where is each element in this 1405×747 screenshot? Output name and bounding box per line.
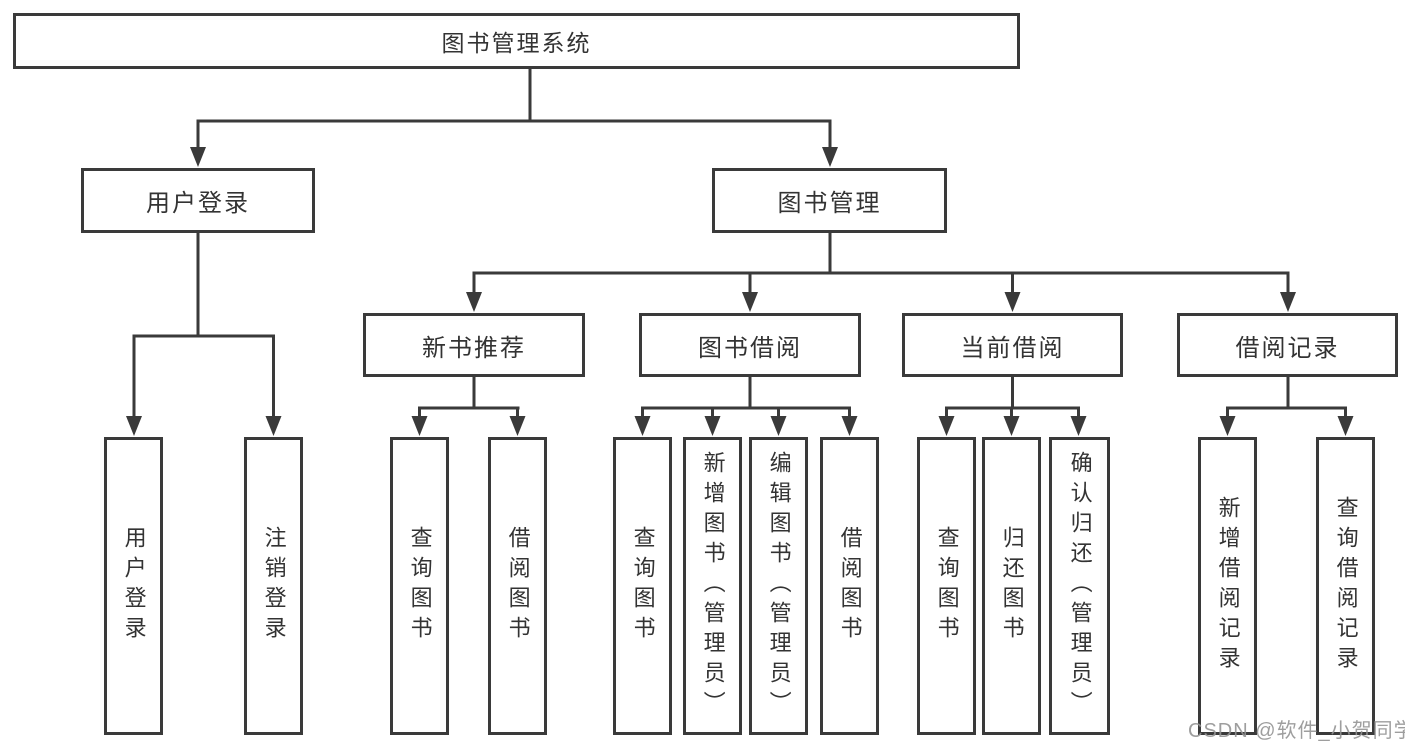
leaf-label: 借阅图书 <box>837 526 863 646</box>
node-user-login: 用户登录 <box>81 168 315 233</box>
node-label: 图书管理系统 <box>441 30 592 56</box>
node-label: 图书借阅 <box>698 334 802 362</box>
leaf-bb-edit-books-admin: 编辑图书（管理员） <box>749 437 808 735</box>
watermark-text: CSDN @软件_小贺同学 <box>1188 720 1405 742</box>
node-new-book-recommendation: 新书推荐 <box>363 313 585 377</box>
leaf-nbr-borrow-books: 借阅图书 <box>488 437 547 735</box>
leaf-nbr-query-books: 查询图书 <box>390 437 449 735</box>
leaf-label: 新增借阅记录 <box>1215 496 1241 676</box>
leaf-bb-query-books: 查询图书 <box>613 437 672 735</box>
leaf-br-add-record: 新增借阅记录 <box>1198 437 1257 735</box>
leaf-cb-query-books: 查询图书 <box>917 437 976 735</box>
leaf-label: 注销登录 <box>261 526 287 646</box>
node-library-system: 图书管理系统 <box>13 13 1020 69</box>
node-label: 当前借阅 <box>960 334 1065 362</box>
leaf-label: 查询图书 <box>934 526 960 646</box>
leaf-label: 查询图书 <box>630 526 656 646</box>
leaf-br-query-record: 查询借阅记录 <box>1316 437 1375 735</box>
node-current-borrowing: 当前借阅 <box>902 313 1123 377</box>
leaf-cb-return-books: 归还图书 <box>982 437 1041 735</box>
leaf-label: 查询图书 <box>407 526 433 646</box>
node-label: 图书管理 <box>777 190 882 217</box>
leaf-label: 编辑图书（管理员） <box>766 451 792 721</box>
leaf-bb-add-books-admin: 新增图书（管理员） <box>683 437 742 735</box>
node-label: 新书推荐 <box>422 334 526 362</box>
node-borrowing-records: 借阅记录 <box>1177 313 1398 377</box>
leaf-label: 用户登录 <box>121 526 147 646</box>
node-label: 借阅记录 <box>1235 334 1340 362</box>
node-label: 用户登录 <box>146 190 250 217</box>
leaf-logout-login: 注销登录 <box>244 437 303 735</box>
leaf-bb-borrow-books: 借阅图书 <box>820 437 879 735</box>
node-book-borrowing: 图书借阅 <box>639 313 861 377</box>
node-book-management: 图书管理 <box>712 168 947 233</box>
leaf-label: 借阅图书 <box>505 526 531 646</box>
leaf-user-login: 用户登录 <box>104 437 163 735</box>
leaf-label: 查询借阅记录 <box>1333 496 1359 676</box>
leaf-label: 新增图书（管理员） <box>700 451 726 721</box>
leaf-cb-confirm-return-admin: 确认归还（管理员） <box>1049 437 1110 735</box>
leaf-label: 归还图书 <box>999 526 1025 646</box>
leaf-label: 确认归还（管理员） <box>1067 451 1093 721</box>
